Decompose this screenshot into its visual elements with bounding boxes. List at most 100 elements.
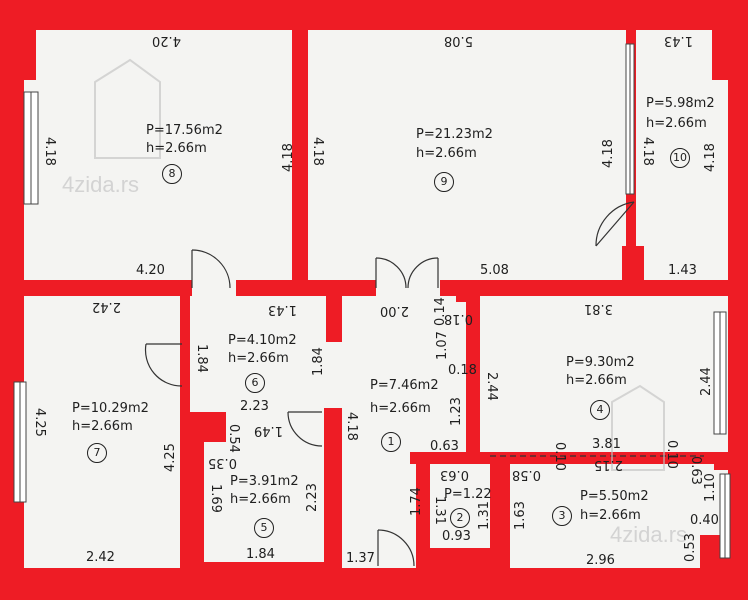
wall-corner-top-right [712,0,748,80]
watermark-house-2 [611,384,665,471]
wall-outer-top [0,0,748,30]
room-6-area: P=4.10m2 [228,333,297,348]
dim-1-23: 1.23 [449,397,464,426]
wall-6-1-lower [324,408,342,570]
room-7-dim-top: 2.42 [92,299,121,314]
room-2-dim-left: 1.31 [432,496,447,525]
room-9-height: h=2.66m [416,146,477,161]
door-1-swing [377,529,415,567]
room-3-height: h=2.66m [580,508,641,523]
room-7-dim-left: 4.25 [32,408,47,437]
room-1-dim-left: 4.18 [344,412,359,441]
room-5-height: h=2.66m [230,492,291,507]
room-5-dim-left: 1.69 [208,484,223,513]
dim-0-63a: 0.63 [430,439,459,454]
room-7-height: h=2.66m [72,419,133,434]
room-4-dim-right: 2.44 [699,367,714,396]
room-2-dim-top: 0.63 [440,467,469,482]
dim-0-18b: 0.18 [448,363,477,378]
room-8-dim-left: 4.18 [42,137,57,166]
wall-top-band-mid [236,280,376,296]
room-5-dim-bottom: 1.84 [246,547,275,562]
wall-5-bottom [204,562,326,570]
room-9-dim-top: 5.08 [444,33,473,48]
dim-1-10: 1.10 [703,473,718,502]
room-7-area: P=10.29m2 [72,401,149,416]
watermark-house-1 [94,58,161,159]
room-7-dim-right: 4.25 [163,443,178,472]
room-4-height: h=2.66m [566,373,627,388]
room-5-dim-right: 2.23 [305,483,320,512]
room-8-dim-bottom: 4.20 [136,263,165,278]
room-6-dim-left: 1.84 [194,344,209,373]
dim-1-37: 1.37 [346,551,375,566]
dim-0-10b: 0.10 [664,440,679,469]
dim-0-18a: 0.18 [444,311,473,326]
wall-7-6 [180,294,190,420]
room-10-dim-right: 4.18 [703,143,718,172]
room-2-dim-right: 1.31 [477,501,492,530]
dim-0-40: 0.40 [690,513,719,528]
watermark-text-2: 4zida.rs [610,522,688,547]
room-6-number: 6 [245,373,265,393]
door-7-swing [144,343,183,387]
dim-0-58: 0.58 [512,467,541,482]
wall-pier-10 [622,246,644,286]
wall-above-2-3 [410,452,728,464]
room-10-dim-left: 4.18 [640,137,655,166]
room-4-area: P=9.30m2 [566,355,635,370]
wall-outer-left [0,0,24,600]
dim-2-15: 2.15 [594,457,623,472]
door-6-swing [287,411,323,447]
door-8-swing [191,249,231,289]
wall-top-band-left [24,280,192,296]
room-10-area: P=5.98m2 [646,96,715,111]
room-10-dim-bottom: 1.43 [668,263,697,278]
room-2-dim-bottom: 0.93 [442,529,471,544]
room-4-dim-top: 3.81 [584,301,613,316]
wall-outer-bottom [0,568,748,600]
room-5-area: P=3.91m2 [230,474,299,489]
room-9-dim-right: 4.18 [601,139,616,168]
room-10-dim-top: 1.43 [664,33,693,48]
wall-7-6-cap [180,412,226,442]
room-1-area: P=7.46m2 [370,378,439,393]
wall-2-left [416,452,430,570]
room-6-dim-bottom: 2.23 [240,399,269,414]
room-3-area: P=5.50m2 [580,489,649,504]
room-3-dim-left: 1.63 [513,501,528,530]
wall-2-bottom [416,548,510,570]
dim-0-63b: 0.63 [688,456,703,485]
room-2-area: P=1.22 [444,487,492,502]
room-9-dim-bottom: 5.08 [480,263,509,278]
door-9-swing-right [407,257,439,289]
room-8-area: P=17.56m2 [146,123,223,138]
room-5-number: 5 [254,518,274,538]
room-8-dim-right: 4.18 [281,143,296,172]
room-8-height: h=2.66m [146,141,207,156]
dim-1-74: 1.74 [409,487,424,516]
room-1-height: h=2.66m [370,401,431,416]
wall-2-right [490,452,510,570]
room-4-number: 4 [590,400,610,420]
dim-2-44a: 2.44 [484,372,499,401]
wall-6-1 [326,294,342,342]
wall-8-9 [292,24,308,286]
wall-corner-top-left [0,0,36,80]
dim-0-10a: 0.10 [552,442,567,471]
room-9-dim-left: 4.18 [310,137,325,166]
dim-0-53: 0.53 [683,533,698,562]
dim-0-35: 0.35 [208,455,237,470]
door-10-swing [595,201,635,247]
watermark-text-1: 4zida.rs [62,172,140,197]
room-7-dim-bottom: 2.42 [86,550,115,565]
dim-1-49: 1.49 [254,423,283,438]
room-8-number: 8 [162,164,182,184]
room-1-number: 1 [381,432,401,452]
room-4-dim-bottom: 3.81 [592,437,621,452]
room-7-number: 7 [87,443,107,463]
room-6-dim-top: 1.43 [268,302,297,317]
room-8-dim-top: 4.20 [152,33,181,48]
room-6-dim-right: 1.84 [311,347,326,376]
